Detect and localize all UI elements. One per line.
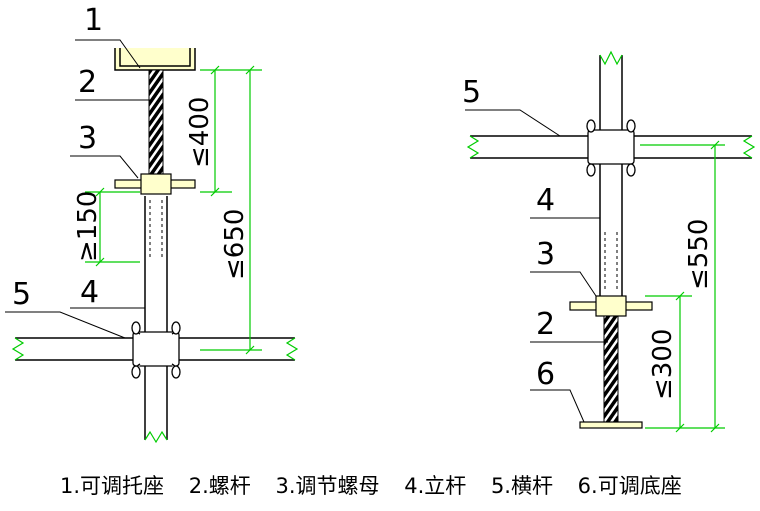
coupler-right <box>586 119 636 177</box>
label-4-left: 4 <box>80 275 99 310</box>
coupler-left <box>131 321 181 379</box>
leader-lines-left <box>5 39 150 339</box>
dim-550: ≤550 <box>684 219 714 290</box>
vertical-pole-left <box>144 196 168 444</box>
screw-rod-bottom <box>603 315 619 423</box>
legend-item-1: 1.可调托座 <box>60 474 165 498</box>
label-2-left: 2 <box>78 65 97 100</box>
adjusting-nut-top <box>114 173 196 195</box>
u-head-support <box>114 48 196 71</box>
label-5-left: 5 <box>12 277 31 312</box>
leader-lines-right <box>465 109 608 423</box>
dimensions-left <box>85 65 262 355</box>
dim-300: ≤300 <box>648 329 678 400</box>
label-3-left: 3 <box>78 121 97 156</box>
horizontal-bar-right <box>466 135 756 159</box>
screw-rod-top <box>148 69 164 181</box>
legend-item-6: 6.可调底座 <box>577 474 682 498</box>
label-6-right: 6 <box>536 357 555 392</box>
parts-legend: 1.可调托座 2.螺杆 3.调节螺母 4.立杆 5.横杆 6.可调底座 <box>60 470 700 504</box>
legend-item-2: 2.螺杆 <box>188 474 251 498</box>
legend-item-3: 3.调节螺母 <box>275 474 380 498</box>
vertical-pole-right <box>599 50 623 296</box>
dim-650: ≤650 <box>220 209 250 280</box>
label-3-right: 3 <box>536 237 555 272</box>
label-4-right: 4 <box>536 183 555 218</box>
left-detail: 1 2 3 4 5 ≤400 ≥150 ≤650 <box>5 3 299 444</box>
adjusting-nut-bottom <box>569 295 653 317</box>
horizontal-bar-left <box>11 337 299 361</box>
right-detail: 5 4 3 2 6 ≤550 ≤300 <box>462 50 756 433</box>
label-2-right: 2 <box>536 307 555 342</box>
label-5-right: 5 <box>462 75 481 110</box>
adjustable-base <box>579 421 643 429</box>
label-1-left: 1 <box>84 3 103 38</box>
dimensions-right <box>640 140 725 433</box>
legend-item-5: 5.横杆 <box>490 474 553 498</box>
dim-150: ≥150 <box>73 191 103 262</box>
dim-400: ≤400 <box>185 97 215 168</box>
legend-item-4: 4.立杆 <box>404 474 467 498</box>
